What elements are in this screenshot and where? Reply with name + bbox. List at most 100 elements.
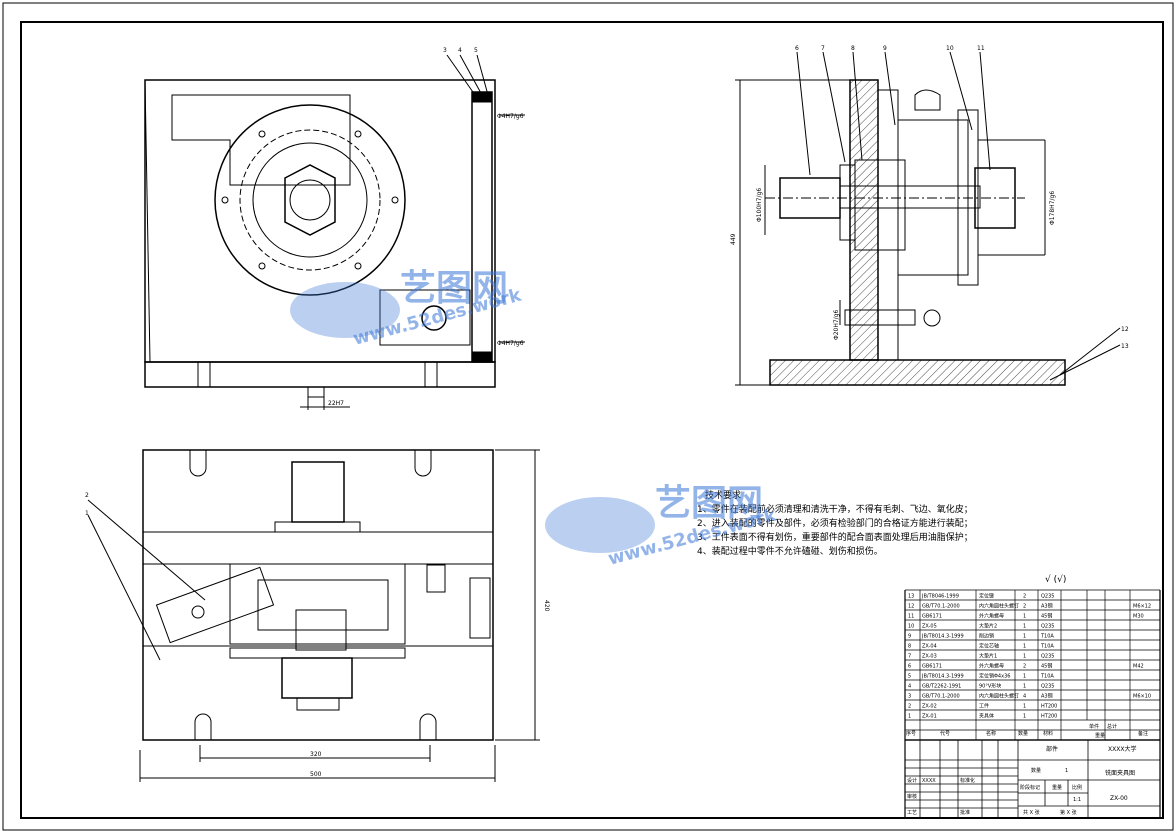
bom-header-code: 代号 — [940, 730, 950, 737]
watermark-logo-1: 艺图网 www.52des.work — [290, 268, 524, 350]
bom-cell-code: GB/T70.1-2000 — [922, 694, 960, 700]
dim-bore-left: Φ100H7/g6 — [756, 188, 763, 222]
dim-height-449: 449 — [730, 233, 737, 245]
bom-cell-mat: A3钢 — [1041, 603, 1053, 610]
bom-cell-mat: Q235 — [1041, 594, 1054, 600]
part-label-1: 1 — [85, 510, 89, 517]
bom-cell-mat: T10A — [1040, 644, 1054, 650]
dim-fit-top: Φ4H7/g6 — [497, 113, 524, 120]
bom-cell-qty: 2 — [1023, 604, 1026, 610]
title-scale: 1:1 — [1073, 797, 1081, 803]
bom-cell-code: ZX-03 — [922, 654, 937, 660]
title-design: 设计 — [907, 777, 917, 784]
dim-fit-bottom: Φ4H7/g6 — [497, 340, 524, 347]
bom-cell-name: 外六角螺母 — [979, 663, 1004, 670]
notes-line-4: 4、装配过程中零件不允许磕碰、划伤和损伤。 — [697, 545, 883, 557]
bom-cell-mat: Q235 — [1041, 624, 1054, 630]
bom-cell-no: 8 — [908, 644, 911, 650]
bom-cell-code: ZX-01 — [922, 714, 937, 720]
bom-header-name: 名称 — [986, 730, 996, 737]
title-designer: XXXX — [922, 778, 936, 784]
bom-cell-qty: 2 — [1023, 664, 1026, 670]
part-label-9: 9 — [883, 45, 887, 52]
title-material: 部件 — [1046, 745, 1058, 753]
title-drawing-no: ZX-00 — [1110, 795, 1128, 802]
bom-cell-name: 定位芯轴 — [979, 643, 999, 650]
bom-cell-code: GB6171 — [922, 614, 942, 620]
bom-cell-mat: Q235 — [1041, 684, 1054, 690]
bom-cell-name: 定位键 — [979, 593, 994, 600]
bom-cell-qty: 1 — [1023, 654, 1026, 660]
bom-cell-code: ZX-02 — [922, 704, 937, 710]
title-block — [904, 739, 1161, 819]
title-qty: 1 — [1065, 768, 1068, 774]
part-label-2: 2 — [85, 492, 89, 499]
notes-line-3: 3、工件表面不得有划伤，重要部件的配合面表面处理后用油脂保护； — [697, 531, 973, 543]
bom-cell-qty: 1 — [1023, 704, 1026, 710]
bom-cell-no: 13 — [908, 594, 914, 600]
bom-header-no: 序号 — [906, 730, 916, 737]
bom-cell-no: 1 — [908, 714, 911, 720]
title-qty-label: 数量 — [1031, 767, 1041, 774]
bom-header-unit-weight: 单件 — [1089, 723, 1099, 730]
bom-cell-name: 大垫片1 — [979, 653, 997, 660]
watermark-brand-2: 艺图网 — [655, 483, 763, 524]
part-label-13: 13 — [1121, 343, 1129, 350]
part-label-3: 3 — [443, 47, 447, 54]
title-school: XXXX大学 — [1108, 745, 1136, 753]
title-process: 工艺 — [907, 810, 917, 816]
notes-title: 技术要求 — [705, 489, 741, 501]
bom-cell-mat: HT200 — [1041, 714, 1057, 720]
bom-cell-code: ZX-05 — [922, 624, 937, 630]
title-weight-label: 重量 — [1052, 784, 1062, 791]
dim-height-420: 420 — [543, 600, 550, 612]
bom-cell-no: 7 — [908, 654, 911, 660]
title-sheet: 共 X 张 — [1023, 809, 1040, 816]
bom-cell-qty: 1 — [1023, 644, 1026, 650]
side-section-view — [735, 51, 1121, 386]
bom-cell-code: ZX-04 — [922, 644, 937, 650]
bom-header-weight: 重量 — [1095, 732, 1105, 739]
bom-cell-name: 夹具体 — [979, 713, 994, 720]
bom-cell-qty: 1 — [1023, 674, 1026, 680]
bom-cell-code: JB/T8014.3-1999 — [921, 634, 964, 640]
bom-cell-qty: 1 — [1023, 714, 1026, 720]
bom-cell-mat: 45钢 — [1041, 663, 1052, 670]
part-label-4: 4 — [458, 47, 462, 54]
surface-roughness: √ (√) — [1045, 574, 1066, 585]
bom-cell-qty: 2 — [1023, 594, 1026, 600]
part-label-11: 11 — [977, 45, 985, 52]
dim-pin: Φ20H7/g6 — [833, 309, 840, 340]
bom-cell-name: 定位销Φ4x36 — [979, 673, 1010, 680]
bom-cell-no: 5 — [908, 674, 911, 680]
bom-cell-qty: 1 — [1023, 624, 1026, 630]
bom-cell-no: 6 — [908, 664, 911, 670]
bom-cell-name: 大垫片2 — [979, 623, 997, 630]
title-std: 标准化 — [960, 777, 975, 784]
watermark-brand-1: 艺图网 — [400, 268, 508, 309]
dim-width-320: 320 — [310, 751, 322, 758]
part-label-8: 8 — [851, 45, 855, 52]
bom-cell-no: 9 — [908, 634, 911, 640]
bom-cell-no: 11 — [908, 614, 914, 620]
front-view — [144, 54, 525, 410]
bom-cell-name: 内六角圆柱头螺钉 — [979, 603, 1019, 610]
bom-cell-mat: HT200 — [1041, 704, 1057, 710]
part-label-10: 10 — [946, 45, 954, 52]
bom-cell-no: 2 — [908, 704, 911, 710]
bom-cell-name: 工件 — [979, 703, 989, 710]
bom-cell-name: 90°V形块 — [979, 683, 1001, 690]
bom-header-note: 备注 — [1138, 730, 1148, 737]
notes-line-2: 2、进入装配的零件及部件，必须有检验部门的合格证方能进行装配； — [697, 517, 973, 529]
bom-cell-note: M6×12 — [1133, 604, 1151, 610]
title-approve: 批准 — [960, 809, 970, 816]
top-view — [87, 449, 540, 782]
bom-cell-note: M30 — [1133, 614, 1144, 620]
bom-cell-mat: A3钢 — [1041, 693, 1053, 700]
bom-cell-code: GB6171 — [922, 664, 942, 670]
bom-cell-qty: 4 — [1023, 694, 1026, 700]
bom-cell-code: JB/T8014.3-1999 — [921, 674, 964, 680]
